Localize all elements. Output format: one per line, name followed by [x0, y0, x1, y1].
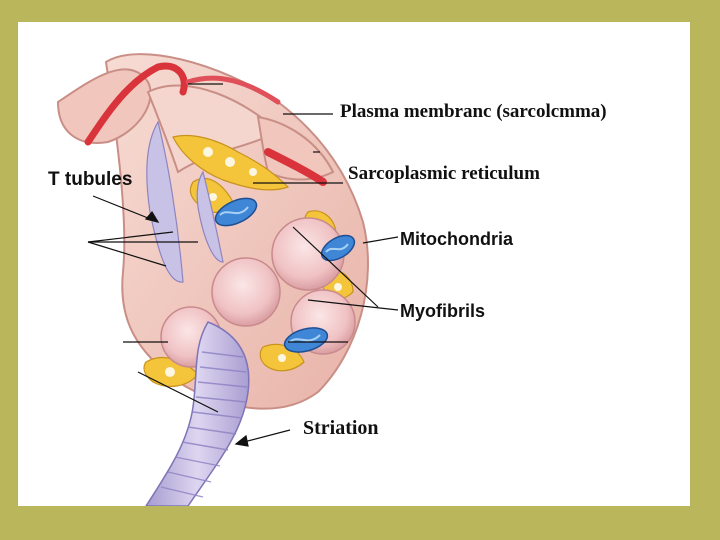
- label-mitochondria: Mitochondria: [400, 230, 513, 248]
- label-t-tubules: T tubules: [48, 170, 132, 189]
- label-sarcoplasmic-reticulum: Sarcoplasmic reticulum: [348, 164, 540, 183]
- diagram-panel: Plasma membranc (sarcolcmma) Sarcoplasmi…: [18, 22, 690, 506]
- label-striation: Striation: [303, 418, 379, 438]
- label-plasma-membrane: Plasma membranc (sarcolcmma): [340, 102, 607, 121]
- label-myofibrils: Myofibrils: [400, 302, 485, 320]
